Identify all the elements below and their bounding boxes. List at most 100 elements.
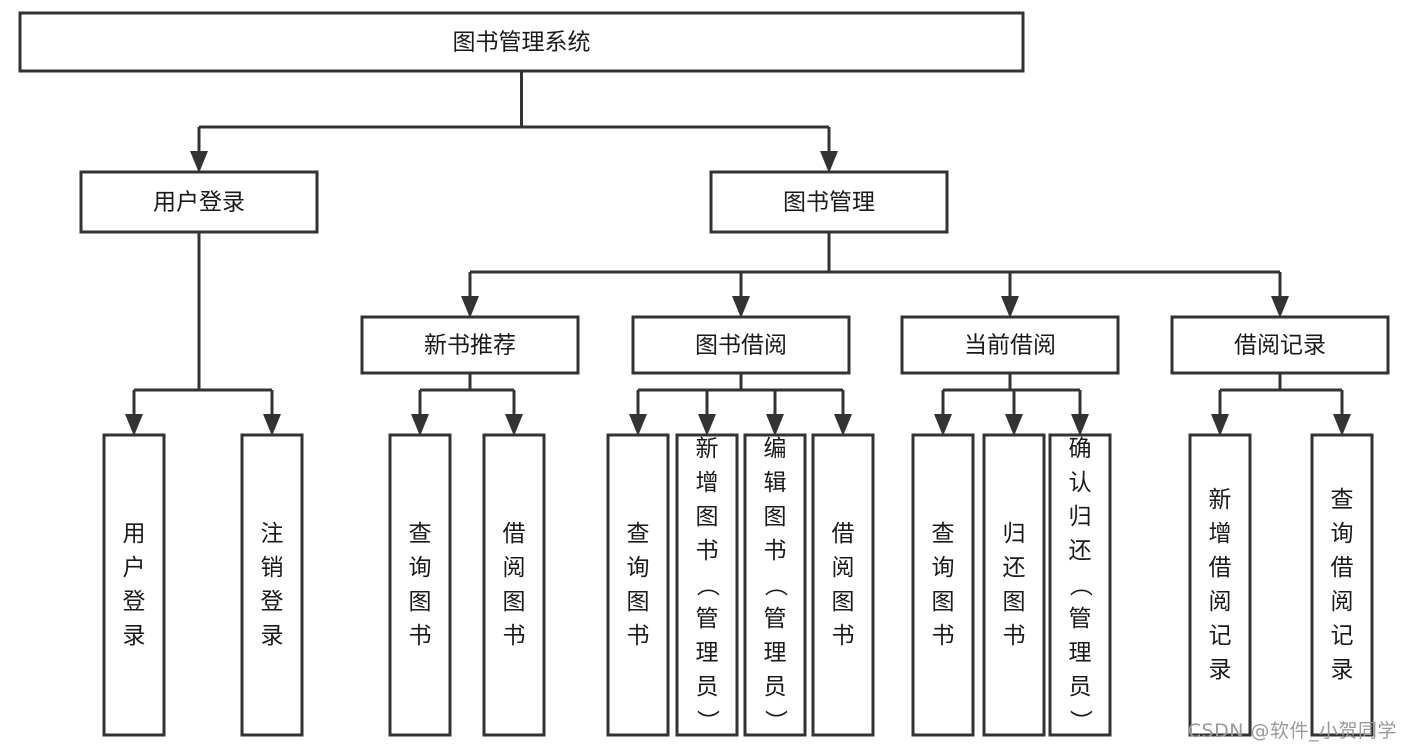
- node-label-char: 新: [1209, 487, 1232, 513]
- node-root[interactable]: 图书管理系统: [18, 11, 1025, 73]
- arrow-head-icon: [1211, 414, 1229, 436]
- arrow-head-icon: [934, 414, 952, 436]
- node-label-char: 理: [696, 640, 719, 666]
- node-label-char: 图: [932, 589, 955, 615]
- connector-group-book-manage: [461, 232, 1289, 318]
- node-box: [360, 315, 580, 375]
- node-label-char: 借: [1331, 555, 1354, 581]
- node-label: 图书管理: [783, 190, 875, 216]
- node-borrow-record[interactable]: 借阅记录: [1170, 315, 1390, 375]
- node-label-char: 录: [261, 623, 284, 649]
- arrow-head-icon: [263, 414, 281, 436]
- node-label-char: 管: [764, 606, 787, 632]
- arrow-head-icon: [1001, 296, 1019, 318]
- node-box: [482, 433, 546, 737]
- node-label-char: 图: [764, 504, 787, 530]
- node-box: [709, 170, 949, 234]
- node-box: [240, 433, 304, 737]
- node-label-char: 确: [1069, 436, 1092, 462]
- node-label-char: 查: [1331, 487, 1354, 513]
- node-label-char: 书: [764, 538, 787, 564]
- connector-group-root: [190, 71, 838, 173]
- arrow-head-icon: [629, 414, 647, 436]
- node-label-char: 阅: [832, 555, 855, 581]
- node-label-char: 图: [832, 589, 855, 615]
- node-label-char: 图: [409, 589, 432, 615]
- node-label-char: 图: [696, 504, 719, 530]
- node-label-char: （: [694, 574, 720, 597]
- node-label-char: 户: [123, 555, 146, 581]
- node-label-char: 管: [696, 606, 719, 632]
- node-label: 图书管理系统: [453, 30, 591, 56]
- node-new-book-recommend[interactable]: 新书推荐: [360, 315, 580, 375]
- node-box: [18, 11, 1025, 73]
- node-label-char: 理: [764, 640, 787, 666]
- node-label-char: 编: [764, 436, 787, 462]
- node-label-char: （: [1067, 574, 1093, 597]
- node-label-char: 录: [123, 623, 146, 649]
- node-box: [743, 433, 807, 737]
- node-leaf-user-login[interactable]: 用户登录: [102, 433, 166, 737]
- node-box: [1048, 433, 1112, 737]
- node-box: [102, 433, 166, 737]
- node-label-char: 书: [1003, 623, 1026, 649]
- node-label-char: 登: [261, 589, 284, 615]
- connectors-layer: [125, 71, 1351, 436]
- node-label-char: 借: [832, 521, 855, 547]
- node-box: [606, 433, 670, 737]
- node-label-char: 增: [696, 470, 719, 496]
- node-label: 当前借阅: [964, 333, 1056, 359]
- node-label-char: 借: [1209, 555, 1232, 581]
- node-user-login[interactable]: 用户登录: [79, 170, 319, 234]
- node-label-char: 员: [696, 674, 719, 700]
- arrow-head-icon: [1005, 414, 1023, 436]
- node-box: [900, 315, 1120, 375]
- node-box: [911, 433, 975, 737]
- node-box: [1188, 433, 1252, 737]
- node-box: [631, 315, 851, 375]
- node-label-char: 销: [261, 555, 284, 581]
- node-label-char: ）: [694, 710, 720, 733]
- connector-group-borrow-record: [1211, 373, 1351, 436]
- node-label-char: 阅: [503, 555, 526, 581]
- watermark-label: CSDN @软件_小贺同学: [1187, 720, 1397, 742]
- node-book-borrow[interactable]: 图书借阅: [631, 315, 851, 375]
- node-label: 图书借阅: [695, 333, 787, 359]
- node-label-char: 图: [627, 589, 650, 615]
- node-label-char: 用: [123, 521, 146, 547]
- arrow-head-icon: [1071, 414, 1089, 436]
- node-label-char: 录: [1331, 657, 1354, 683]
- node-label-char: 记: [1331, 623, 1354, 649]
- node-label-char: 归: [1003, 521, 1026, 547]
- arrow-head-icon: [411, 414, 429, 436]
- node-label-char: 还: [1069, 538, 1092, 564]
- node-label-char: 询: [1331, 521, 1354, 547]
- node-label-char: 查: [932, 521, 955, 547]
- node-label-char: 阅: [1209, 589, 1232, 615]
- arrow-head-icon: [698, 414, 716, 436]
- node-label-char: 认: [1069, 470, 1092, 496]
- node-label-char: 书: [627, 623, 650, 649]
- node-label-char: 借: [503, 521, 526, 547]
- node-book-manage[interactable]: 图书管理: [709, 170, 949, 234]
- arrow-head-icon: [125, 414, 143, 436]
- node-label-char: 员: [1069, 674, 1092, 700]
- arrow-head-icon: [732, 296, 750, 318]
- node-label-char: 书: [932, 623, 955, 649]
- arrow-head-icon: [820, 151, 838, 173]
- node-current-borrow[interactable]: 当前借阅: [900, 315, 1120, 375]
